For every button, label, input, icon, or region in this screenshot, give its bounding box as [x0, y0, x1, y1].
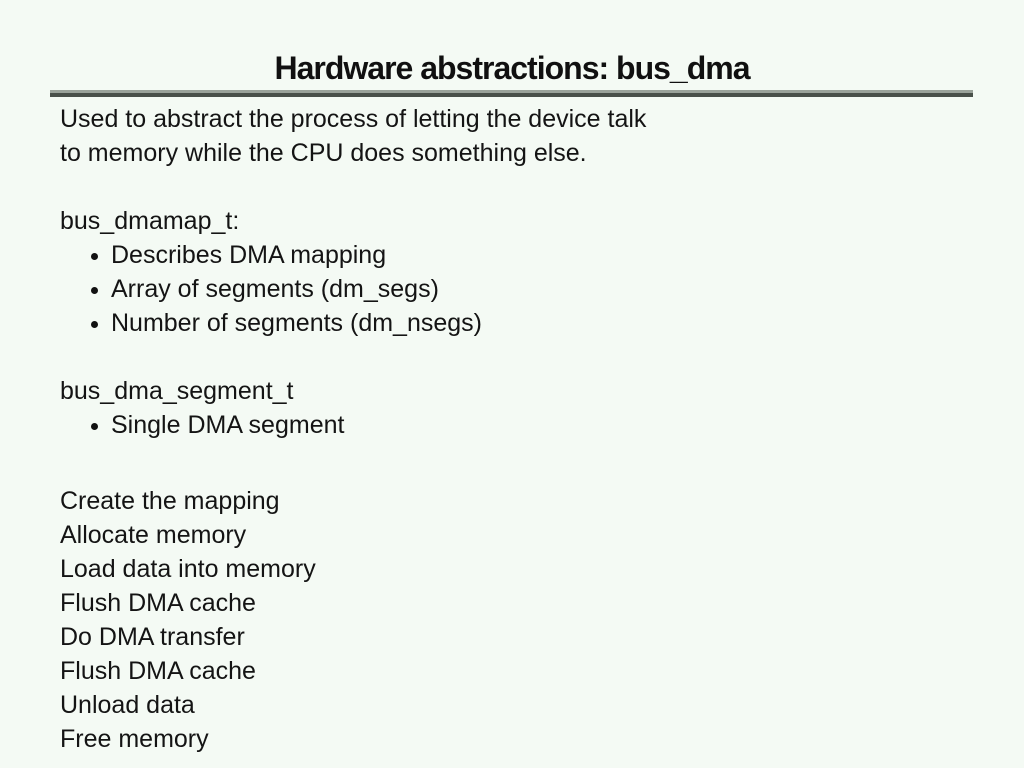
step-line: Load data into memory: [60, 555, 316, 583]
bullet-label: Describes DMA mapping: [111, 241, 387, 269]
bullet-label: Single DMA segment: [111, 411, 345, 439]
intro-line: to memory while the CPU does something e…: [60, 139, 587, 167]
section-heading: bus_dma_segment_t: [60, 377, 294, 405]
bullet-label: Number of segments (dm_nsegs): [111, 309, 482, 337]
blank-line: [60, 170, 990, 204]
step-line: Do DMA transfer: [60, 623, 245, 651]
bullet-item: Number of segments (dm_nsegs): [60, 306, 990, 340]
step-line: Flush DMA cache: [60, 657, 256, 685]
bullet-icon: [91, 252, 98, 260]
bullet-item: Array of segments (dm_segs): [60, 272, 990, 306]
bullet-item: Describes DMA mapping: [60, 238, 990, 272]
blank-line: [60, 340, 990, 374]
steps-list: Create the mapping Allocate memory Load …: [60, 484, 990, 756]
bullet-icon: [91, 422, 98, 430]
intro-line: Used to abstract the process of letting …: [60, 105, 647, 133]
step-line: Flush DMA cache: [60, 589, 256, 617]
slide-title: Hardware abstractions: bus_dma: [274, 50, 750, 86]
step-line: Free memory: [60, 725, 209, 753]
bullet-icon: [91, 320, 98, 328]
title-rule: [50, 90, 973, 97]
step-line: Create the mapping: [60, 487, 280, 515]
section-heading: bus_dmamap_t:: [60, 207, 240, 235]
bullet-icon: [91, 286, 98, 294]
blank-line: [60, 442, 990, 476]
bullet-label: Array of segments (dm_segs): [111, 275, 439, 303]
slide-body: Used to abstract the process of letting …: [60, 102, 990, 756]
step-line: Unload data: [60, 691, 195, 719]
bullet-item: Single DMA segment: [60, 408, 990, 442]
step-line: Allocate memory: [60, 521, 247, 549]
